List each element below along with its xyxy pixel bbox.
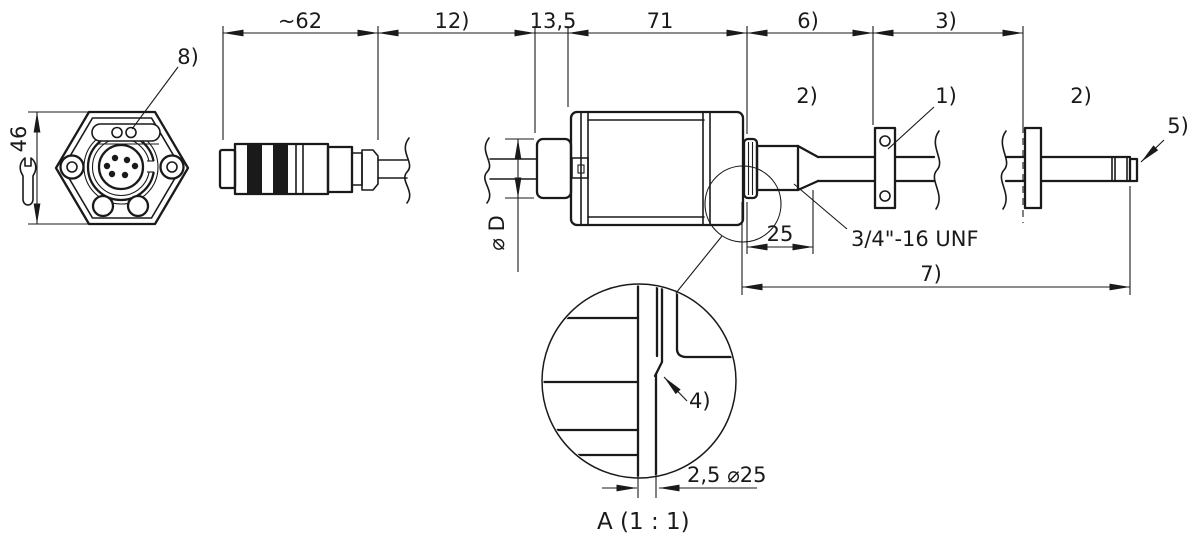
detail-title: A (1 : 1) [597, 509, 690, 535]
connector-keyway-notch [147, 161, 156, 172]
flange-hole-bottom-left [91, 194, 115, 218]
plug-end-cap [218, 148, 237, 190]
dim-label-diameter-d: ⌀ D [485, 215, 509, 251]
flange-front-view: 8) 46 [7, 45, 199, 226]
dim-label-25: 25 [767, 222, 794, 246]
callout-5-leader [1140, 139, 1165, 163]
dim-label-12: 12) [435, 9, 470, 33]
dim-label-13-5: 13,5 [530, 9, 577, 33]
callout-8-leader [131, 66, 179, 130]
detail-boundary-circle [541, 283, 737, 479]
thread-spec-label: 3/4"-16 UNF [851, 227, 979, 251]
callout-2-left: 2) [796, 84, 818, 108]
rod-break-line [1000, 130, 1008, 210]
dim-label-71: 71 [647, 9, 674, 33]
dim-46: 46 [7, 111, 94, 225]
top-dimension-chain: ~62 12) 13,5 71 6) 3) [222, 9, 1024, 140]
dimension-extension-lines [222, 26, 1024, 140]
cable-gland [535, 137, 573, 200]
dim-25: 25 [746, 190, 814, 254]
dim-2-5: 2,5 ⌀25 [602, 463, 766, 498]
callout-1-leader [887, 106, 935, 150]
callout-8: 8) [177, 45, 199, 69]
callout-4-leader [663, 376, 688, 402]
plug-grip-band [247, 144, 262, 194]
support-block [1023, 126, 1043, 210]
thread-spec-leader [793, 183, 848, 230]
housing-ground-screw [571, 157, 589, 179]
plug-neck [351, 152, 363, 186]
flange-chamfer [675, 286, 735, 359]
detail-a-view: 4) 2,5 ⌀25 A (1 : 1) [541, 283, 766, 535]
dim-7: 7) [741, 186, 1131, 295]
seal-groove [653, 348, 664, 378]
cable-plug-view [218, 137, 411, 204]
thread-boss [755, 144, 800, 192]
detail-a-leader [675, 235, 723, 294]
rod-tip [1128, 157, 1139, 183]
rod-end-grooves [1111, 156, 1139, 183]
flange-screw-right [159, 154, 185, 180]
detail-a-indicator-circle [704, 165, 782, 243]
connector-face-ring [97, 143, 145, 191]
sensor-housing [569, 110, 745, 227]
connector-mid-ring [91, 137, 151, 197]
callout-1: 1) [935, 84, 957, 108]
wrench-icon [19, 157, 37, 206]
flange-hole-bottom-right [126, 194, 150, 218]
sensor-side-view: ⌀ D 25 3/4"-16 UNF 7) 2) 1) 2) 5) [484, 84, 1189, 295]
plug-strain-relief [361, 149, 379, 191]
dim-label-62: ~62 [278, 9, 322, 33]
cable-break-line [404, 137, 411, 204]
dim-label-6: 6) [797, 9, 819, 33]
connector-pins [103, 154, 139, 179]
plug-grip-band [273, 144, 288, 194]
dim-label-46: 46 [7, 126, 31, 153]
detail-geometry [543, 285, 735, 477]
support-clamp [873, 126, 897, 210]
callout-2-right: 2) [1070, 84, 1092, 108]
detail-dim-label: 2,5 ⌀25 [687, 463, 766, 487]
cable-break-line [484, 137, 491, 204]
callout-4: 4) [689, 389, 711, 413]
flange-screw-left [59, 154, 85, 180]
callout-5: 5) [1167, 114, 1189, 138]
dim-diameter-d: ⌀ D [485, 138, 534, 272]
plug-rear-shell [326, 145, 354, 194]
dim-label-3: 3) [935, 9, 957, 33]
rod-break-line [933, 130, 941, 210]
led-slot [91, 123, 161, 145]
dim-label-7: 7) [920, 262, 942, 286]
